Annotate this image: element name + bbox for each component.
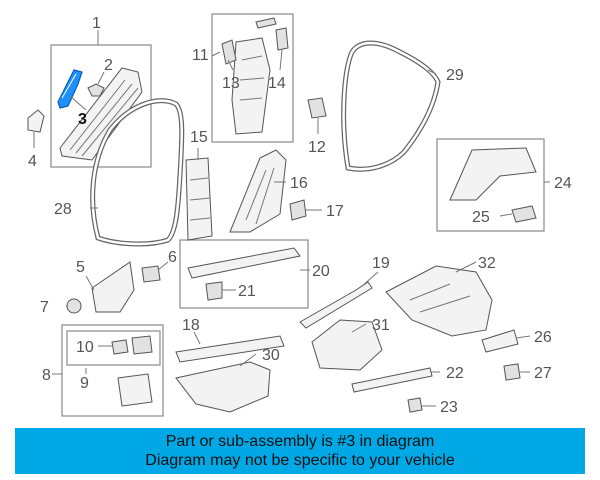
callout-20: 20	[312, 263, 330, 280]
clip-part-10[interactable]	[111, 339, 129, 355]
callout-8: 8	[42, 367, 51, 384]
clip-part-25[interactable]	[511, 205, 537, 223]
clip-part-14[interactable]	[275, 27, 289, 51]
bracket-part-12[interactable]	[307, 97, 327, 119]
trim-panel-24[interactable]	[449, 147, 537, 201]
b-pillar-lower-ribs	[189, 177, 211, 221]
callout-18: 18	[182, 317, 200, 334]
callout-9: 9	[80, 375, 89, 392]
callout-13: 13	[222, 75, 240, 92]
callout-22: 22	[446, 365, 464, 382]
clip-part-27[interactable]	[503, 363, 521, 381]
callout-2: 2	[104, 57, 113, 74]
callout-15: 15	[190, 129, 208, 146]
leader-lines	[33, 30, 550, 407]
highlighted-part-3[interactable]	[57, 69, 83, 109]
callout-1: 1	[92, 15, 101, 32]
callout-10: 10	[76, 339, 94, 356]
callout-6: 6	[168, 249, 177, 266]
parts-diagram: 1 2 3 4 5 6 7 8 9 10 11 12 13 14 15 16 1…	[27, 13, 572, 417]
b-pillar-trim-ribs	[239, 55, 265, 101]
bracket-part-8[interactable]	[117, 373, 153, 407]
door-seal-28-inner	[91, 99, 184, 246]
bracket-part-4[interactable]	[27, 109, 45, 133]
door-seal-29[interactable]	[341, 40, 441, 172]
seatbelt-cover	[255, 17, 277, 29]
callout-28: 28	[54, 201, 72, 218]
callout-16: 16	[290, 175, 308, 192]
callout-30: 30	[262, 347, 280, 364]
callout-19: 19	[372, 255, 390, 272]
callout-29: 29	[446, 67, 464, 84]
callout-27: 27	[534, 365, 552, 382]
sill-trim-19[interactable]	[299, 281, 373, 329]
callout-12: 12	[308, 139, 326, 156]
sill-plate-20[interactable]	[187, 247, 301, 279]
clip-part-17[interactable]	[289, 199, 307, 221]
info-banner: Part or sub-assembly is #3 in diagram Di…	[15, 428, 585, 474]
callout-31: 31	[372, 317, 390, 334]
cowl-trim-ribs	[69, 79, 139, 157]
floor-trim-30[interactable]	[175, 361, 271, 413]
callout-26: 26	[534, 329, 552, 346]
banner-line-1: Part or sub-assembly is #3 in diagram	[165, 433, 435, 450]
banner-line-2: Diagram may not be specific to your vehi…	[145, 452, 455, 469]
grommet-part-7[interactable]	[66, 298, 82, 314]
callout-11: 11	[192, 47, 209, 64]
kick-panel-5[interactable]	[91, 261, 135, 313]
floor-carpet-31[interactable]	[311, 319, 383, 371]
callout-14: 14	[268, 75, 286, 92]
callout-24: 24	[554, 175, 572, 192]
door-seal-29-inner	[342, 41, 440, 171]
callout-23: 23	[440, 399, 458, 416]
floor-carpet-ribs	[409, 283, 471, 313]
callout-4: 4	[28, 153, 37, 170]
clip-part-13[interactable]	[221, 39, 237, 65]
clip-part-21[interactable]	[205, 281, 223, 301]
callout-25: 25	[472, 209, 490, 226]
floor-carpet-32[interactable]	[385, 265, 493, 337]
lower-trim-ribs	[245, 167, 275, 225]
b-pillar-upper-trim[interactable]	[231, 37, 271, 135]
bracket-part-26[interactable]	[481, 329, 519, 353]
highlighted-part-3-edge	[61, 73, 77, 99]
step-plate-18[interactable]	[175, 335, 285, 363]
clip-part-23[interactable]	[407, 397, 423, 413]
bracket-part-9[interactable]	[131, 335, 153, 355]
clip-part-6[interactable]	[141, 265, 161, 283]
callout-32: 32	[478, 255, 496, 272]
clip-part-2[interactable]	[87, 83, 105, 97]
callout-5: 5	[76, 259, 85, 276]
callout-17: 17	[326, 203, 344, 220]
sill-molding-22[interactable]	[351, 367, 433, 393]
callout-3: 3	[78, 111, 87, 128]
callout-7: 7	[40, 299, 49, 316]
callout-21: 21	[238, 283, 256, 300]
